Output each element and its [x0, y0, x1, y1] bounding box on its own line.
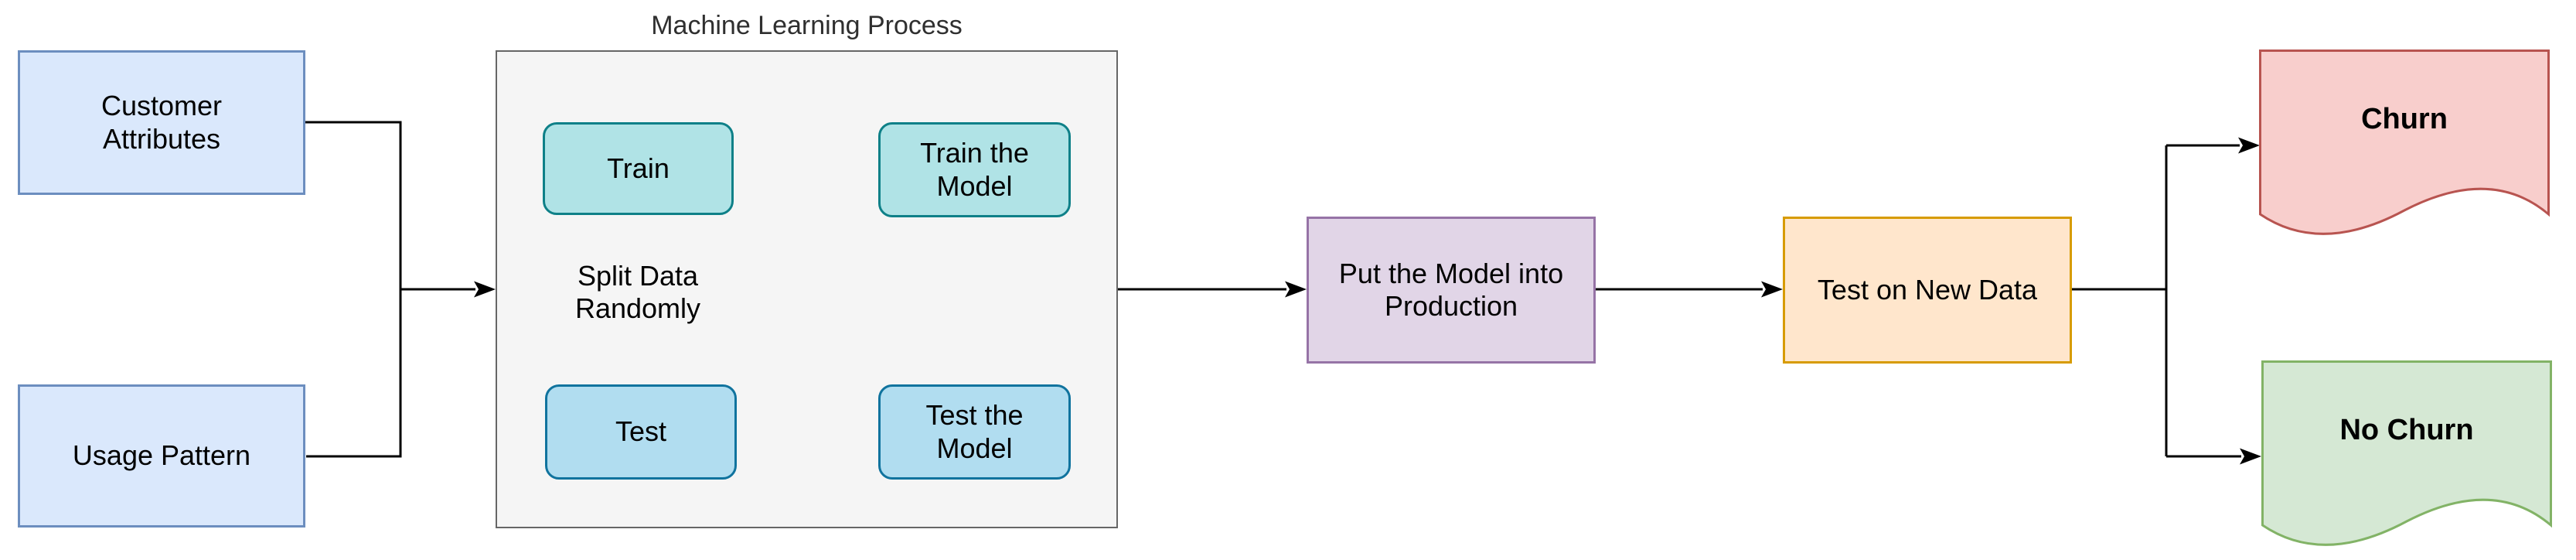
churn-document: Churn	[2259, 50, 2550, 243]
no-churn-document: No Churn	[2261, 360, 2552, 554]
train-the-model-node: Train the Model	[878, 122, 1071, 217]
usage-pattern-node: Usage Pattern	[18, 384, 305, 528]
test-node: Test	[545, 384, 737, 480]
test-label: Test	[615, 415, 667, 448]
test-new-data-node: Test on New Data	[1783, 217, 2072, 364]
test-the-model-label: Test the Model	[925, 399, 1024, 464]
train-label: Train	[607, 152, 670, 184]
customer-attributes-label: Customer Attributes	[101, 90, 223, 155]
no-churn-label: No Churn	[2339, 414, 2474, 446]
production-node: Put the Model into Production	[1307, 217, 1596, 364]
test-the-model-node: Test the Model	[878, 384, 1071, 480]
arrow-to-no-churn-head	[2240, 448, 2261, 465]
usage-pattern-label: Usage Pattern	[72, 439, 251, 472]
edge-new-data-branch	[2072, 145, 2168, 456]
no-churn-document-shape	[2261, 360, 2552, 546]
arrow-ml-to-production-head	[1285, 281, 1307, 298]
edge-usage-pattern	[306, 289, 402, 458]
train-node: Train	[543, 122, 734, 215]
arrow-into-ml-process-head	[474, 281, 496, 298]
ml-process-title: Machine Learning Process	[651, 11, 963, 40]
churn-document-shape	[2259, 50, 2550, 235]
churn-label: Churn	[2361, 103, 2448, 135]
test-new-data-label: Test on New Data	[1817, 273, 2038, 306]
split-data-note-label: Split Data Randomly	[574, 260, 701, 325]
split-data-note: Split Data Randomly	[522, 260, 754, 326]
arrow-production-to-new-data-head	[1761, 281, 1783, 298]
train-the-model-label: Train the Model	[920, 137, 1029, 202]
arrow-to-churn-head	[2238, 137, 2260, 154]
edge-customer-attributes	[305, 121, 402, 289]
production-label: Put the Model into Production	[1338, 257, 1564, 322]
customer-attributes-node: Customer Attributes	[18, 50, 305, 195]
